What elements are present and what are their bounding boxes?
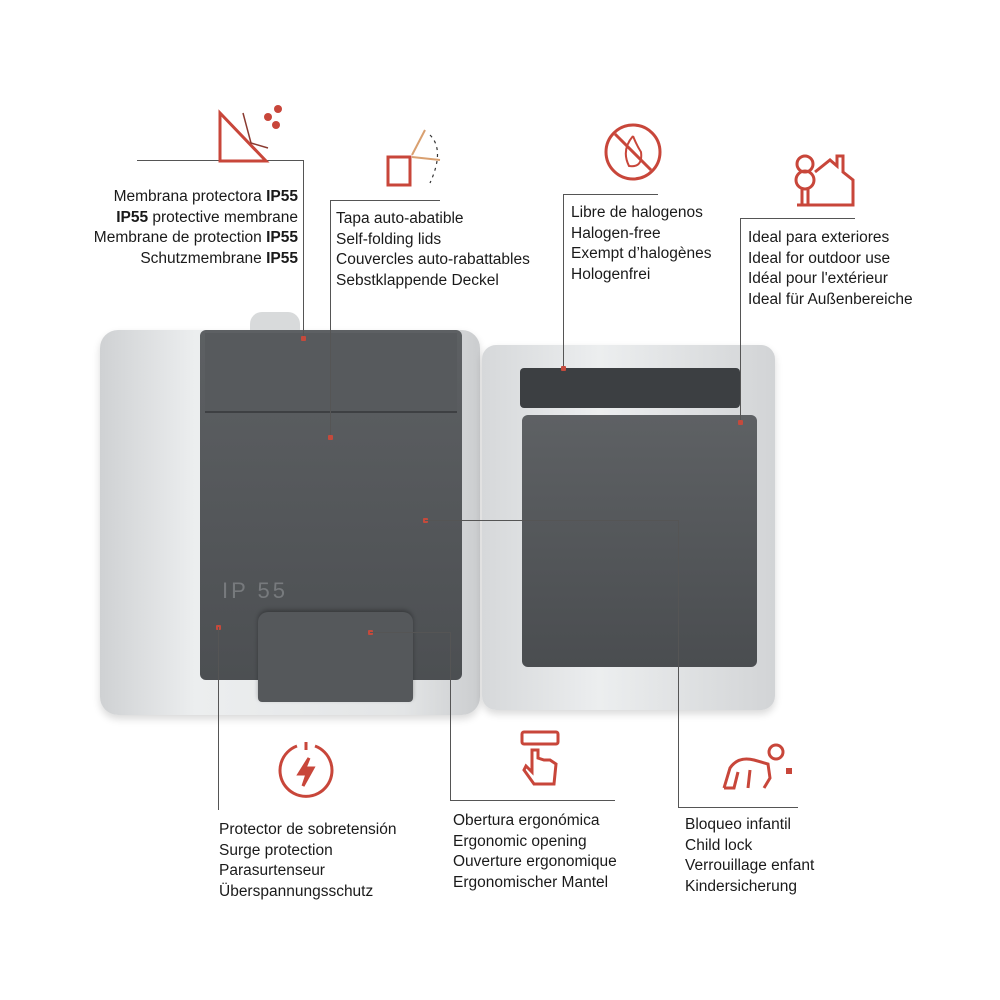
text-de: Ergonomischer Mantel [453, 873, 609, 891]
text-en: Ergonomic opening [453, 832, 587, 850]
text-ip: IP55 [266, 249, 298, 267]
feature-halogen: Libre de halogenos Halogen-free Exempt d… [571, 203, 711, 285]
left-lid-top [205, 333, 457, 413]
no-flame-icon [604, 123, 662, 181]
text-de: Überspannungsschutz [219, 882, 374, 900]
text-de: Hologenfrei [571, 265, 651, 283]
text-es: Libre de halogenos [571, 204, 703, 221]
text-de: Ideal für Außenbereiche [748, 290, 913, 308]
text-fr: Idéal pour l'extérieur [748, 270, 888, 287]
right-lid[interactable] [522, 415, 757, 667]
right-lid-hinge [520, 368, 740, 408]
crawling-baby-icon [722, 743, 792, 790]
text-en: Halogen-free [571, 224, 661, 242]
ergonomic-handle[interactable] [258, 612, 413, 702]
hand-press-icon [520, 730, 560, 786]
text-en: Self-folding lids [336, 230, 442, 248]
text-es: Obertura ergonómica [453, 812, 600, 829]
text-ip: IP55 [266, 188, 298, 205]
text-fr: Parasurtenseur [219, 862, 325, 879]
text-fr: Verrouillage enfant [685, 857, 815, 874]
text-en: Ideal for outdoor use [748, 249, 891, 267]
feature-ergonomic: Obertura ergonómica Ergonomic opening Ou… [453, 811, 617, 893]
folding-lid-icon [386, 129, 441, 187]
text-fr: Couvercles auto-rabattables [336, 251, 530, 268]
text-en: protective membrane [148, 208, 298, 226]
feature-childlock: Bloqueo infantil Child lock Verrouillage… [685, 815, 814, 897]
text-de: Kindersicherung [685, 877, 798, 895]
text-en: Surge protection [219, 841, 333, 859]
text-de: Schutzmembrane [140, 249, 267, 267]
text-de: Sebstklappende Deckel [336, 271, 499, 289]
feature-membrane: Membrana protectora IP55 IP55 protective… [62, 187, 298, 269]
lightning-circle-icon [278, 742, 334, 798]
text-fr: Ouverture ergonomique [453, 853, 617, 870]
text-es: Ideal para exteriores [748, 229, 890, 246]
feature-surge: Protector de sobretensión Surge protecti… [219, 820, 397, 902]
text-es: Protector de sobretensión [219, 821, 397, 838]
feature-outdoor: Ideal para exteriores Ideal for outdoor … [748, 228, 913, 310]
text-es: Bloqueo infantil [685, 816, 791, 833]
text-fr: Membrane de protection [93, 229, 267, 246]
text-fr: Exempt d’halogènes [571, 245, 712, 262]
house-tree-icon [794, 154, 855, 207]
ip-marking: IP 55 [222, 578, 288, 603]
text-en: Child lock [685, 836, 753, 854]
text-es: Membrana protectora [113, 188, 267, 205]
water-drops-triangle-icon [218, 105, 282, 163]
feature-lids: Tapa auto-abatible Self-folding lids Cou… [336, 209, 530, 291]
text-ip: IP55 [266, 229, 298, 246]
text-ip: IP55 [116, 208, 149, 226]
text-es: Tapa auto-abatible [336, 210, 464, 227]
